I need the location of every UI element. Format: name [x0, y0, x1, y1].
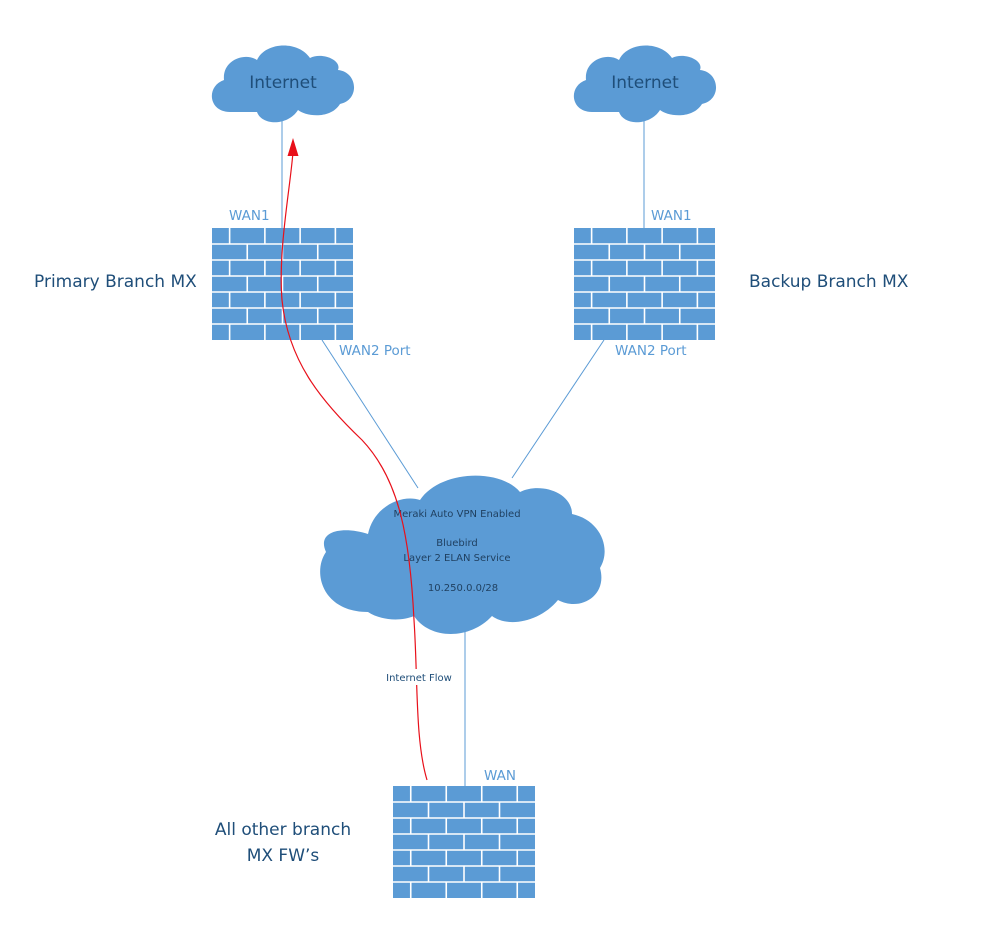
connection-lines — [281, 120, 645, 786]
cloud-icon — [320, 475, 605, 634]
primary-wan2-link — [321, 339, 419, 489]
branch-firewall — [393, 786, 535, 898]
cloud-icon — [211, 45, 355, 123]
internet-flow-path — [280, 151, 428, 781]
primary-wan1-label: WAN1 — [229, 208, 270, 224]
core-cloud-subnet: 10.250.0.0/28 — [428, 583, 498, 594]
primary-firewall-name: Primary Branch MX — [34, 272, 197, 292]
internet-cloud-right-label: Internet — [611, 73, 679, 93]
cloud-icon — [573, 45, 717, 123]
internet-cloud-left-label: Internet — [249, 73, 317, 93]
internet-flow-label-bg — [384, 669, 454, 685]
internet-flow-arrowhead-icon — [287, 138, 299, 156]
core-cloud-provider: Bluebird — [436, 538, 478, 549]
core-cloud-service: Layer 2 ELAN Service — [403, 553, 510, 564]
branch-wan-label: WAN — [484, 768, 516, 784]
backup-wan2-label: WAN2 Port — [615, 343, 687, 359]
branch-firewall-name-line1: All other branch — [215, 820, 351, 840]
core-cloud-title: Meraki Auto VPN Enabled — [393, 509, 520, 520]
backup-firewall-name: Backup Branch MX — [749, 272, 909, 292]
primary-wan2-label: WAN2 Port — [339, 343, 411, 359]
core-elan-cloud: Meraki Auto VPN Enabled Bluebird Layer 2… — [320, 475, 605, 634]
backup-firewall — [574, 228, 715, 340]
branch-firewall-name-line2: MX FW’s — [247, 846, 320, 866]
internet-cloud-right: Internet — [573, 45, 717, 123]
internet-flow: Internet Flow — [280, 138, 454, 781]
backup-wan2-link — [511, 339, 605, 479]
internet-flow-label: Internet Flow — [386, 673, 452, 684]
internet-cloud-left: Internet — [211, 45, 355, 123]
backup-wan1-label: WAN1 — [651, 208, 692, 224]
